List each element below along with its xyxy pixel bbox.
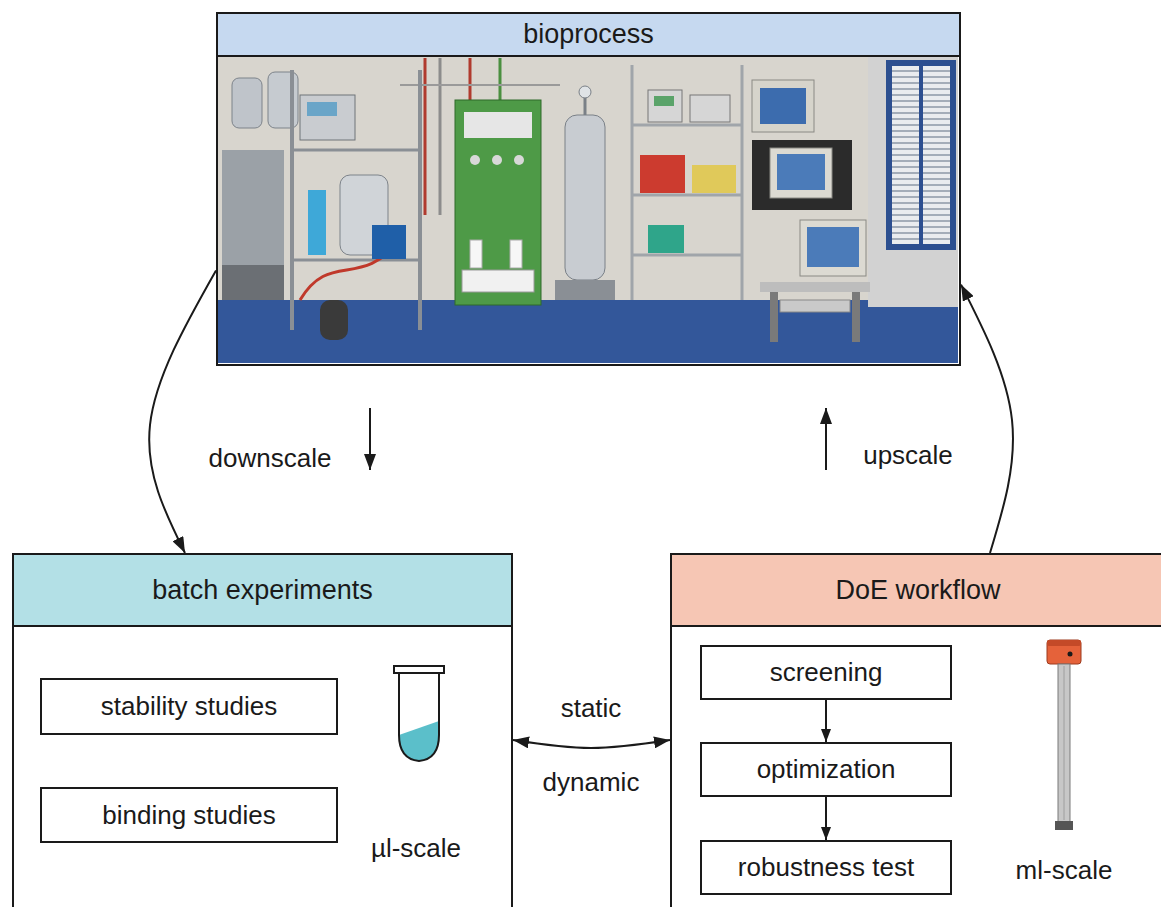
column-icon <box>1047 640 1081 664</box>
scale-label: static <box>561 693 622 724</box>
panel-box: batch experiments µl-scale stability studi… <box>12 553 513 907</box>
lab-photo <box>499 58 502 100</box>
scale-arrow <box>369 408 371 470</box>
process-box: optimization <box>700 742 952 797</box>
lab-photo <box>640 155 685 193</box>
process-box: binding studies <box>40 787 338 843</box>
lab-photo <box>300 95 355 140</box>
column-icon <box>1055 821 1073 830</box>
lab-photo <box>218 300 958 363</box>
lab-photo <box>424 58 427 215</box>
scale-arrow <box>370 408 826 470</box>
box-label: stability studies <box>101 691 277 722</box>
panel-heading: batch experiments <box>14 555 511 627</box>
lab-photo <box>579 86 591 98</box>
test-tube-icon <box>399 673 439 761</box>
scale-note: ml-scale <box>1004 855 1124 886</box>
lab-photo <box>462 270 534 292</box>
lab-photo <box>439 58 442 215</box>
lab-photo <box>692 165 736 193</box>
scale-label: downscale <box>209 443 332 474</box>
box-label: screening <box>770 657 883 688</box>
lab-photo <box>292 149 420 152</box>
lab-photo <box>492 155 502 165</box>
lab-photo <box>780 300 850 312</box>
lab-photo <box>752 140 852 210</box>
box-label: binding studies <box>102 800 275 831</box>
lab-photo <box>565 115 605 280</box>
lab-photo <box>555 280 615 300</box>
lab-photo <box>418 70 422 330</box>
column-icon <box>1064 666 1065 820</box>
lab-photo <box>631 65 634 300</box>
connector-arrow <box>149 270 216 553</box>
lab-photo <box>400 84 560 86</box>
column-icon <box>1047 640 1081 830</box>
lab-photo <box>372 225 406 259</box>
lab-photo <box>464 112 532 138</box>
lab-photo <box>777 154 825 190</box>
lab-photo <box>222 150 284 265</box>
lab-photo <box>510 240 522 268</box>
column-icon <box>1068 652 1073 657</box>
box-label: optimization <box>757 754 896 785</box>
box-label: robustness test <box>738 852 914 883</box>
test-tube-icon <box>394 666 444 761</box>
lab-photo <box>760 282 870 292</box>
panel-heading: bioprocess <box>218 14 959 57</box>
lab-photo <box>470 155 480 165</box>
lab-photo <box>752 80 814 132</box>
lab-photo <box>218 57 958 363</box>
test-tube-icon <box>394 666 444 673</box>
process-box: stability studies <box>40 678 338 735</box>
lab-photo <box>632 254 742 257</box>
scale-label: upscale <box>863 440 953 471</box>
lab-photo <box>470 240 482 268</box>
lab-photo <box>741 65 744 300</box>
lab-photo <box>760 88 806 124</box>
lab-photo <box>308 190 326 255</box>
lab-photo <box>892 66 950 244</box>
panel-heading: DoE workflow <box>672 555 1161 627</box>
lab-photo <box>770 148 832 198</box>
column-icon <box>1058 664 1070 822</box>
column-icon <box>1047 640 1081 646</box>
connector-arrow <box>825 700 827 742</box>
lab-photo <box>868 57 958 307</box>
lab-photo <box>648 90 682 122</box>
lab-photo <box>690 95 730 122</box>
process-box: screening <box>700 645 952 700</box>
lab-photo <box>632 124 742 127</box>
process-box: robustness test <box>700 840 952 895</box>
lab-photo <box>320 300 348 340</box>
lab-photo <box>654 96 674 106</box>
lab-photo <box>232 78 262 128</box>
lab-photo <box>919 66 923 244</box>
lab-photo <box>648 225 684 253</box>
lab-photo <box>632 194 742 197</box>
lab-photo <box>514 155 524 165</box>
connector-arrow <box>513 740 670 748</box>
scale-note: µl-scale <box>356 833 476 864</box>
lab-photo <box>469 58 472 100</box>
lab-photo <box>455 100 541 305</box>
panel-box: bioprocess <box>216 12 961 366</box>
scale-label: dynamic <box>543 767 640 798</box>
lab-photo <box>770 292 778 342</box>
lab-photo <box>218 57 958 363</box>
panel-box: DoE workflow ml-scale screening optimizatio… <box>670 553 1161 907</box>
lab-photo <box>852 292 860 342</box>
lab-photo <box>290 70 294 330</box>
lab-photo <box>800 220 866 276</box>
lab-photo <box>886 60 956 250</box>
connector-arrow <box>961 285 1013 553</box>
lab-photo <box>307 102 337 116</box>
lab-photo <box>807 227 859 267</box>
connector-arrow <box>825 797 827 840</box>
scale-arrow <box>825 408 827 470</box>
lab-photo <box>222 265 284 300</box>
